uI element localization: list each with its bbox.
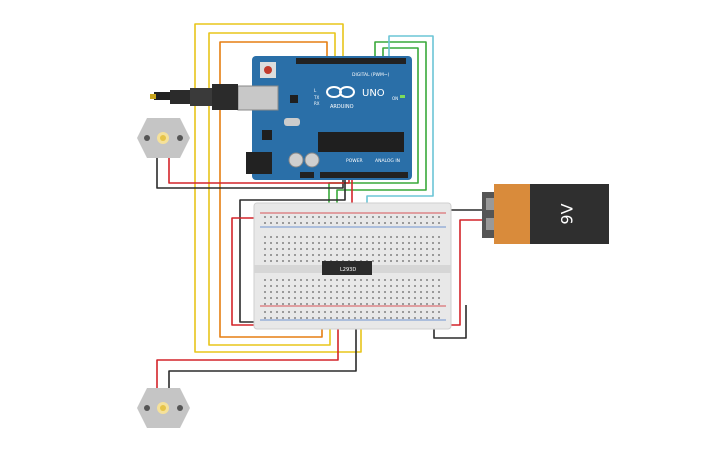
wire-rail-red-left[interactable] — [231, 217, 262, 326]
arduino-rx-label: RX — [314, 101, 320, 106]
wire-motor2-red[interactable] — [156, 305, 339, 388]
dc-motor-1[interactable] — [137, 118, 190, 158]
wire-orange[interactable] — [219, 41, 328, 338]
breadboard-holes — [264, 216, 440, 319]
battery-9v[interactable]: 9V — [482, 184, 609, 244]
arduino-on-label: ON — [392, 96, 398, 101]
wire-motor1-red[interactable] — [168, 158, 350, 184]
arduino-power-label: POWER — [346, 158, 363, 164]
arduino-uno-board[interactable]: ARDUINO UNO DIGITAL (PWM~) POWER ANALOG … — [237, 56, 412, 180]
l293d-chip[interactable]: L293D — [322, 261, 372, 275]
arduino-led-label: L — [314, 88, 317, 93]
wire-motor2-black[interactable] — [168, 305, 357, 388]
wire-green-1[interactable] — [336, 41, 427, 235]
arduino-tx-label: TX — [313, 95, 319, 100]
wires — [156, 23, 487, 388]
wire-yellow-2[interactable] — [208, 32, 336, 346]
chip-label: L293D — [340, 267, 356, 273]
dc-motor-2[interactable] — [137, 388, 190, 428]
arduino-digital-label: DIGITAL (PWM~) — [352, 72, 390, 78]
arduino-model-label: UNO — [362, 88, 385, 99]
usb-cable — [150, 84, 238, 110]
battery-label: 9V — [558, 203, 577, 224]
wire-green-2[interactable] — [328, 47, 419, 235]
arduino-brand-label: ARDUINO — [330, 104, 354, 110]
wire-gnd-black[interactable] — [239, 178, 346, 323]
arduino-logo-icon — [326, 86, 355, 98]
arduino-analog-label: ANALOG IN — [375, 158, 400, 164]
